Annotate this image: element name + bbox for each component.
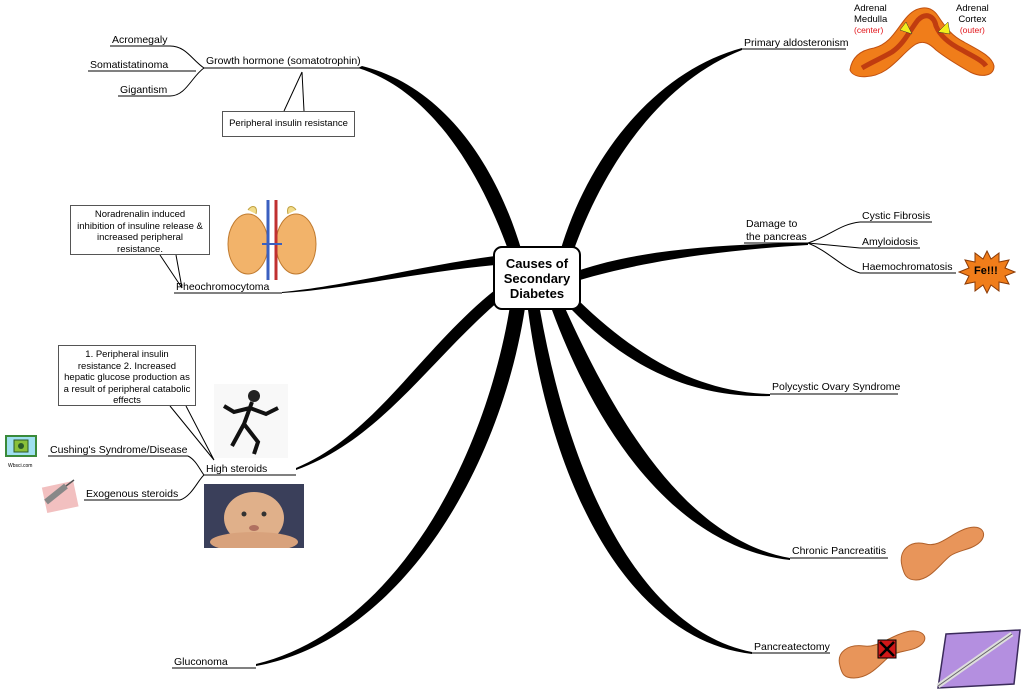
label-primary-aldosteronism: Primary aldosteronism [744,37,849,49]
label-acromegaly: Acromegaly [112,34,168,46]
label-gigantism: Gigantism [120,84,168,96]
label-amyloidosis: Amyloidosis [862,236,919,248]
label-pcos: Polycystic Ovary Syndrome [772,381,901,393]
pancreas-removed-image [838,630,926,679]
label-haemochromatosis: Haemochromatosis [862,261,953,273]
pancreas-image [900,526,984,581]
adrenal-gland-image [849,7,995,78]
adrenal-medulla-label: Adrenal Medulla (center) [854,3,888,36]
icon-caption: Wbsci.com [8,463,33,469]
branch-growth-hormone [358,66,522,255]
scalpel-tray-image [936,629,1021,689]
running-figure-image [214,384,288,458]
syringe-clipart-icon [41,479,79,514]
note-gh-insulin-resistance: Peripheral insulin resistance [222,111,355,137]
label-pheochromocytoma: Pheochromocytoma [176,281,270,293]
label-cystic-fibrosis: Cystic Fibrosis [862,210,931,222]
branch-pancreatectomy [528,310,752,654]
central-topic-line-1: Causes of [505,255,569,271]
label-damage-line-2: the pancreas [746,231,807,243]
label-high-steroids: High steroids [206,463,268,475]
label-pancreatectomy: Pancreatectomy [754,641,830,653]
label-chronic-pancreatitis: Chronic Pancreatitis [792,545,886,557]
branch-high-steroids [296,290,500,470]
label-growth-hormone: Growth hormone (somatotrophin) [206,55,361,67]
label-cushings: Cushing's Syndrome/Disease [50,444,188,456]
central-topic-line-3: Diabetes [509,285,565,301]
adrenal-medulla-line-1: Adrenal [854,3,887,14]
label-somatistatinoma: Somatistatinoma [90,59,169,71]
fe-label: Fe!!! [974,265,998,277]
central-topic-line-2: Secondary [503,270,571,286]
branch-pheo [282,256,495,293]
adrenal-medulla-line-3: (center) [854,25,884,35]
label-gluconoma: Gluconoma [174,656,228,668]
adrenal-medulla-line-2: Medulla [854,13,888,25]
adrenal-cortex-line-2: Cortex [958,13,987,25]
label-damage-line-1: Damage to [746,218,798,230]
adrenal-cortex-line-3: (outer) [959,25,985,35]
kidneys-image [227,200,317,280]
fe-burst-icon [958,250,1016,294]
label-exogenous-steroids: Exogenous steroids [86,488,179,500]
branch-primary-aldo [560,48,742,255]
branch-chronic [552,308,790,560]
note-pheo: Noradrenalin induced inhibition of insul… [70,205,210,255]
adrenal-cortex-label: Adrenal Cortex (outer) [956,3,989,36]
branch-pancreas [580,243,808,280]
central-topic: Causes of Secondary Diabetes [493,246,581,310]
adrenal-cortex-line-1: Adrenal [956,3,989,14]
microbe-clipart-icon [5,435,37,457]
note-steroids: 1. Peripheral insulin resistance 2. Incr… [58,345,196,406]
cushing-baby-photo [204,484,304,548]
branch-pcos [570,300,770,397]
